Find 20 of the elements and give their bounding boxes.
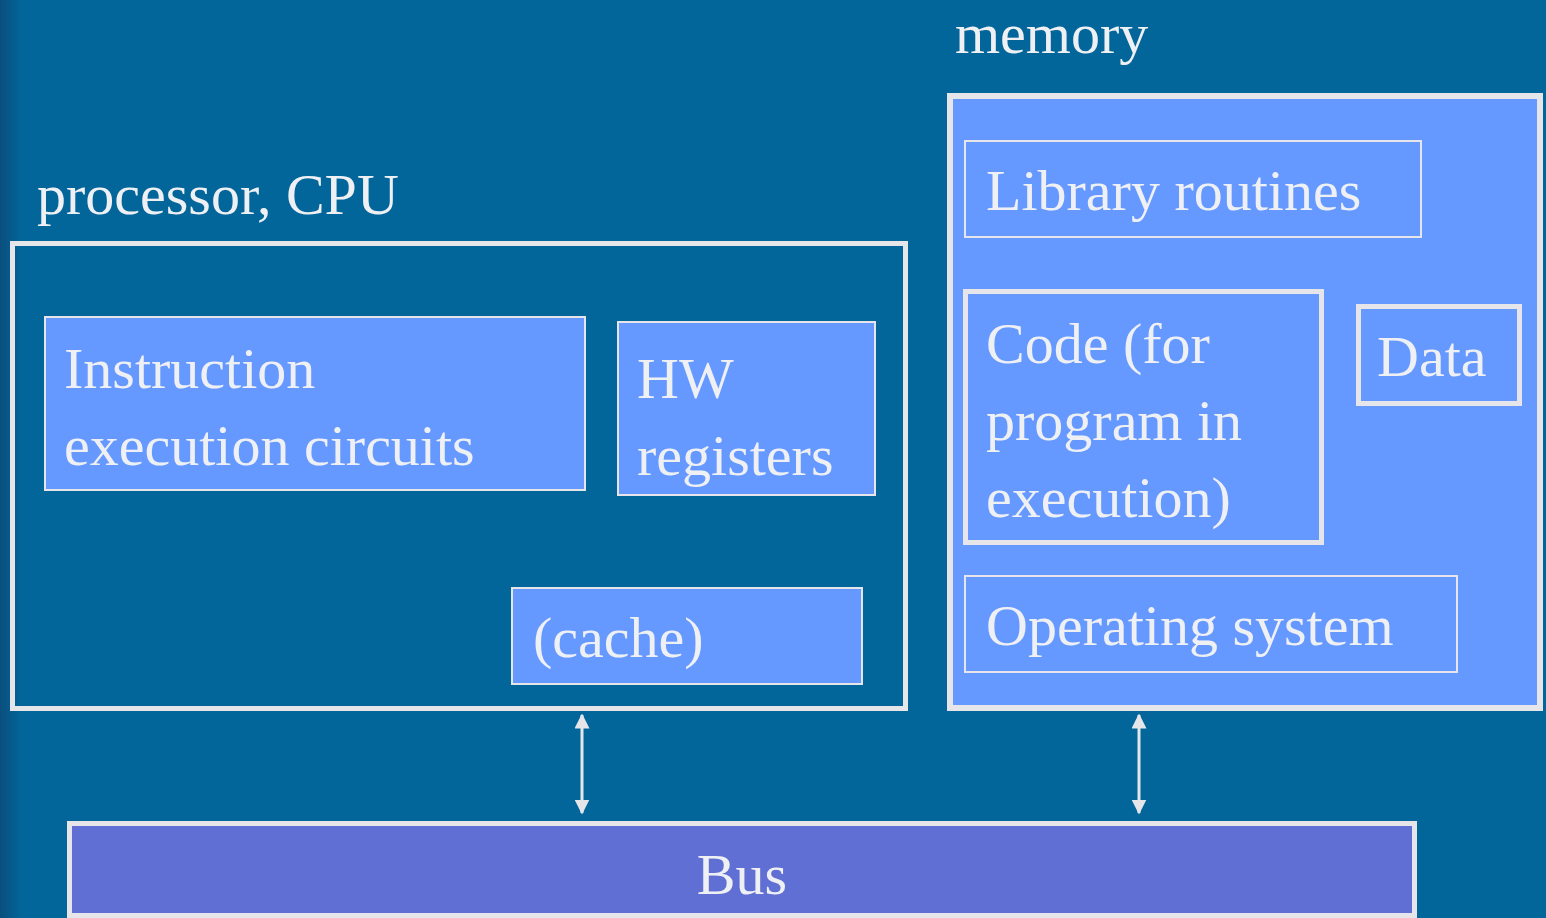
process-box xyxy=(963,289,1324,545)
process-box xyxy=(964,140,1422,238)
box-label: Instruction execution circuits xyxy=(64,335,476,480)
box-label: (cache) xyxy=(533,604,705,672)
process-box xyxy=(964,575,1458,673)
box-label: Data xyxy=(1377,323,1488,391)
box-label: Operating system xyxy=(986,592,1395,660)
box-heading: processor, CPU xyxy=(37,162,399,228)
double-arrow xyxy=(574,713,590,815)
process-box xyxy=(1356,304,1522,406)
process-box xyxy=(44,316,586,491)
box-label: Code (for program in execution) xyxy=(986,310,1244,532)
process-box xyxy=(617,321,876,496)
bus-label: Bus xyxy=(695,841,789,909)
box-label: HW registers xyxy=(637,345,835,490)
box-heading: memory xyxy=(955,1,1149,67)
box-label: Library routines xyxy=(986,157,1363,225)
bus-bar xyxy=(67,821,1417,918)
process-box xyxy=(511,587,863,685)
double-arrow xyxy=(1131,713,1147,815)
